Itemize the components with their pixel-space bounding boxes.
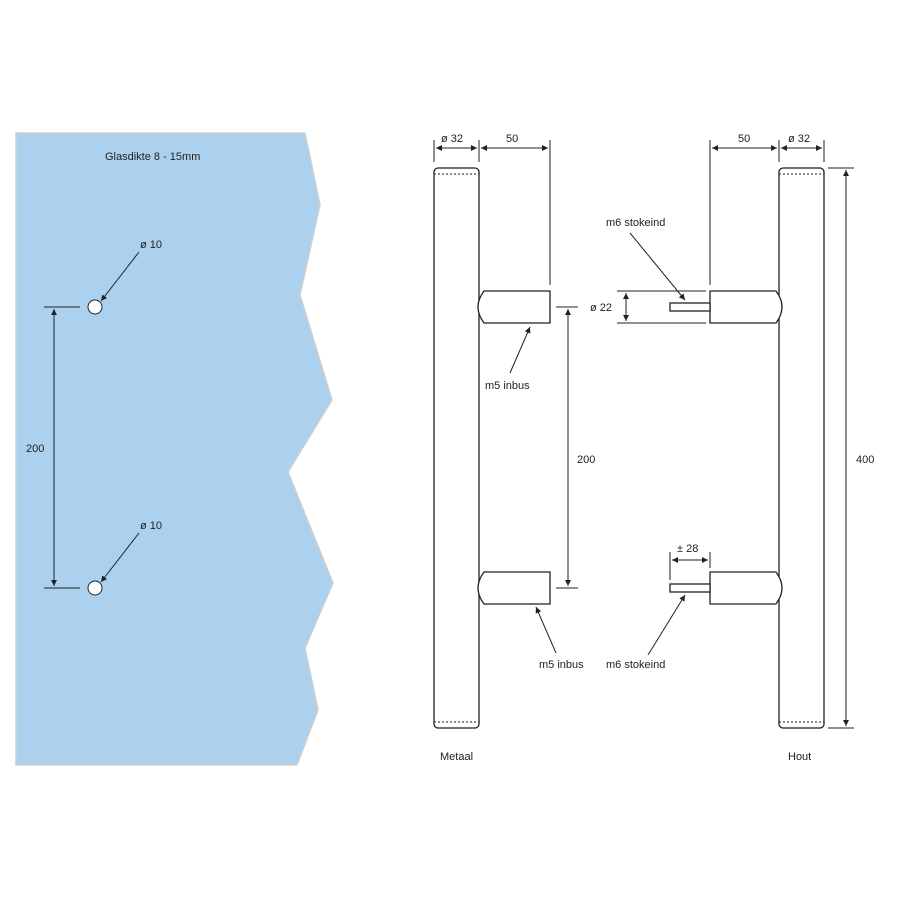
wood-diameter-label: ø 32 xyxy=(788,133,810,145)
wood-standoff-top xyxy=(709,290,783,324)
hole-bottom xyxy=(87,580,103,596)
metal-screw-top-leader xyxy=(509,326,531,374)
glass-panel xyxy=(15,132,334,766)
wood-rod-bottom xyxy=(669,583,711,593)
wood-handle-name: Hout xyxy=(788,751,811,763)
metal-screw-top-label: m5 inbus xyxy=(485,380,530,392)
metal-spacing-dimension xyxy=(556,306,578,589)
wood-rod-top-label: m6 stokeind xyxy=(606,217,665,229)
wood-length-label: 400 xyxy=(856,454,874,466)
wood-rod-bottom-label: m6 stokeind xyxy=(606,659,665,671)
metal-top-dimensions xyxy=(433,140,551,285)
metal-screw-bottom-leader xyxy=(535,606,557,654)
wood-offset-label: 50 xyxy=(738,133,750,145)
wood-standoff-diameter-label: ø 22 xyxy=(590,302,612,314)
hole-top-diameter-label: ø 10 xyxy=(140,239,162,251)
metal-standoff-top xyxy=(477,290,551,324)
glass-hole-spacing-label: 200 xyxy=(26,443,44,455)
wood-handle-section: 50 ø 32 ø 22 m6 stokeind ± 28 m6 stokein… xyxy=(590,133,874,763)
metal-screw-bottom-label: m5 inbus xyxy=(539,659,584,671)
wood-rod-length-dimension xyxy=(669,552,711,580)
metal-handle-name: Metaal xyxy=(440,751,473,763)
hole-bottom-leader xyxy=(100,532,140,583)
metal-spacing-label: 200 xyxy=(577,454,595,466)
wood-length-dimension xyxy=(828,167,854,729)
metal-offset-label: 50 xyxy=(506,133,518,145)
wood-rod-top xyxy=(669,302,711,312)
metal-handle-section: ø 32 50 200 m5 inbus m5 inbus Metaal xyxy=(433,133,595,763)
glass-thickness-label: Glasdikte 8 - 15mm xyxy=(105,151,200,163)
wood-standoff-diameter-dimension xyxy=(617,290,706,324)
glass-panel-section: Glasdikte 8 - 15mm ø 10 ø 10 200 xyxy=(15,132,334,766)
wood-top-dimensions xyxy=(709,140,825,285)
metal-standoff-bottom xyxy=(477,571,551,605)
wood-standoff-bottom xyxy=(709,571,783,605)
hole-top xyxy=(87,299,103,315)
hole-bottom-diameter-label: ø 10 xyxy=(140,520,162,532)
metal-handle-bar xyxy=(433,167,480,729)
glass-hole-spacing-dimension xyxy=(44,306,80,589)
wood-rod-length-label: ± 28 xyxy=(677,543,698,555)
wood-handle-bar xyxy=(778,167,825,729)
metal-diameter-label: ø 32 xyxy=(441,133,463,145)
wood-rod-bottom-leader xyxy=(647,594,686,656)
wood-rod-top-leader xyxy=(629,232,686,301)
hole-top-leader xyxy=(100,251,140,302)
